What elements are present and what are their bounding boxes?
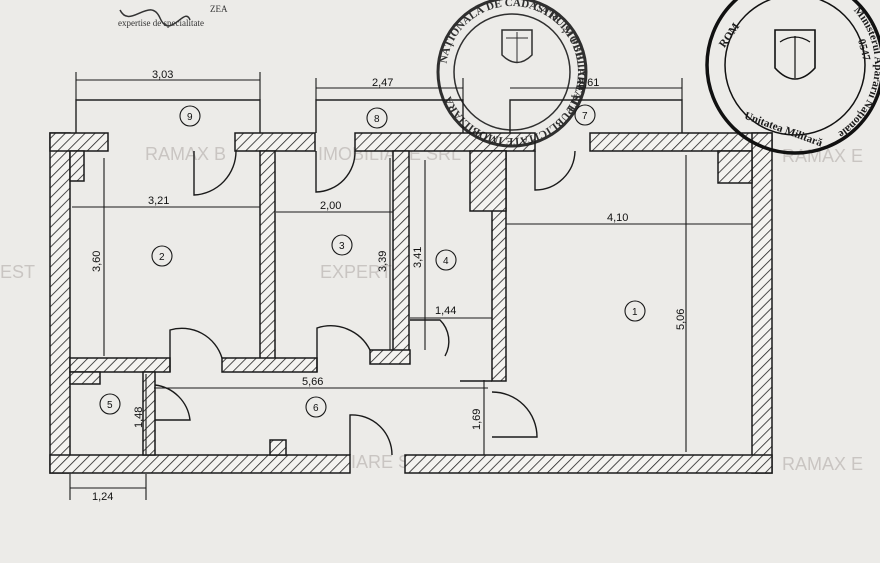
dim-room4-height: 3,41 [412, 247, 424, 268]
coat-of-arms-icon [501, 29, 533, 64]
military-stamp-number: 0547 [855, 38, 872, 63]
signature-fragment: ZEA [210, 4, 228, 14]
military-stamp: ROM Ministerul Apărării Naționale Unitat… [705, 0, 880, 155]
room-8-number: 8 [374, 114, 380, 125]
dimension-labels: 3,03 2,47 2,61 3,21 3,60 2,00 3,39 3,41 … [91, 69, 687, 503]
doors [154, 150, 576, 456]
dim-top-left: 3,03 [152, 69, 173, 81]
eagle-crest-icon [774, 29, 816, 80]
room-markers [99, 104, 646, 418]
room-7-number: 7 [582, 111, 588, 122]
dim-room2-width: 3,21 [148, 195, 169, 207]
dim-top-middle: 2,47 [372, 77, 393, 89]
header-signature: ZEA expertise de specialitate [118, 4, 228, 28]
walls [49, 132, 773, 474]
watermark-4: EST [0, 262, 35, 282]
room-4-number: 4 [443, 256, 449, 267]
room-2-number: 2 [159, 252, 165, 263]
balconies [75, 99, 683, 133]
room-5-number: 5 [107, 400, 113, 411]
military-stamp-top: ROM [717, 21, 743, 50]
dim-room5-width: 1,24 [92, 491, 113, 503]
room-3-number: 3 [339, 241, 345, 252]
watermark-5: EXPERT [320, 262, 392, 282]
room-9-number: 9 [187, 112, 193, 123]
military-stamp-inner: Ministerul Apărării Naționale [836, 4, 880, 140]
watermark-7: RAMAX E [782, 454, 863, 474]
dim-room1-width: 4,10 [607, 212, 628, 224]
cadastre-stamp: CATE IMOBILIARE ȘI PUBLICITATE IMOBILIAR… [436, 0, 588, 148]
room-6-number: 6 [313, 403, 319, 414]
dim-room3-height: 3,39 [377, 251, 389, 272]
room-1-number: 1 [632, 307, 638, 318]
dim-room2-height: 3,60 [91, 251, 103, 272]
dimension-lines [69, 72, 752, 500]
header-caption: expertise de specialitate [118, 18, 204, 28]
room-numbers: 1 2 3 4 5 6 7 8 9 [107, 111, 638, 414]
dim-room4-width: 1,44 [435, 305, 456, 317]
dim-room5-height: 1,48 [133, 407, 145, 428]
dim-room1-height: 5,06 [675, 309, 687, 330]
dim-hall-height: 1,69 [471, 409, 483, 430]
watermark-1: RAMAX B [145, 144, 226, 164]
watermarks: RAMAX B IMOBILIARE SRL RAMAX E EST EXPER… [0, 144, 863, 474]
dim-room3-width: 2,00 [320, 200, 341, 212]
dim-hall-width: 5,66 [302, 376, 323, 388]
